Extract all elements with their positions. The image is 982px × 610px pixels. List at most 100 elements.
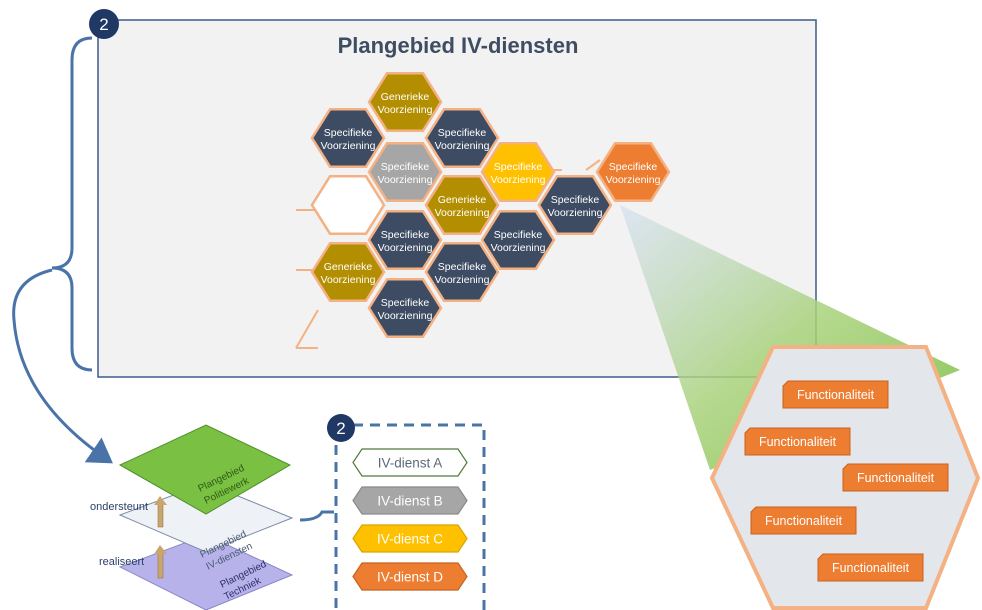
hex-label: Specifieke [494, 229, 543, 241]
services-brace [299, 510, 334, 522]
hex-label: Voorziening [378, 242, 433, 254]
hex-label: Specifieke [381, 161, 430, 173]
arrow-realiseert [157, 551, 164, 579]
hex-label: Generieke [324, 261, 373, 273]
hex-label: Voorziening [606, 174, 661, 186]
hex-label: Specifieke [551, 194, 600, 206]
layer-stack: Plangebied Techniek Plangebied IV-dienst… [90, 424, 294, 610]
hex-shape [424, 175, 500, 235]
hex-label: Specifieke [324, 127, 373, 139]
hex-shape [537, 175, 613, 235]
svg-text:2: 2 [336, 419, 345, 438]
hex-label: Voorziening [435, 140, 490, 152]
service-label: IV-dienst D [377, 570, 443, 585]
panel-title: Plangebied IV-diensten [338, 33, 579, 58]
left-brace [51, 36, 93, 372]
hex-shape [424, 242, 500, 302]
service-item: IV-dienst D [352, 562, 468, 591]
hex-shape [424, 108, 500, 168]
hex-shape [595, 142, 671, 202]
services-list: IV-dienst A IV-dienst B IV-dienst C IV-dien… [352, 448, 468, 591]
functionality-box [817, 553, 924, 582]
service-item: IV-dienst C [352, 524, 468, 553]
functionality-list: FunctionaliteitFunctionaliteitFunctional… [744, 380, 949, 582]
service-shape [352, 562, 468, 591]
service-label: IV-dienst A [378, 456, 443, 471]
functionality-box [782, 380, 889, 409]
hex-label: Voorziening [321, 140, 376, 152]
hex-label: Voorziening [435, 207, 490, 219]
layer-politiewerk [118, 424, 292, 515]
service-shape [352, 524, 468, 553]
connector-arrow [12, 268, 113, 464]
functionality-label: Functionaliteit [797, 388, 875, 402]
hex-shape [310, 175, 386, 235]
hex-label: Voorziening [378, 310, 433, 322]
functionality-box [842, 463, 949, 492]
functionality-label: Functionaliteit [857, 471, 935, 485]
functionality-box [750, 506, 857, 535]
hex-label: Specifieke [381, 229, 430, 241]
hex-label: Generieke [438, 194, 487, 206]
hex-label: Specifieke [381, 297, 430, 309]
service-label: IV-dienst B [377, 494, 442, 509]
hex-label: Specifieke [609, 161, 658, 173]
hex-shape [480, 142, 556, 202]
hex-label: Voorziening [321, 274, 376, 286]
label-ondersteunt: ondersteunt [90, 501, 148, 513]
service-label: IV-dienst C [377, 532, 443, 547]
functionality-box [744, 427, 851, 456]
service-item: IV-dienst B [352, 486, 468, 515]
functionality-label: Functionaliteit [832, 561, 910, 575]
number-badge-top: 2 [89, 9, 119, 39]
hex-label: Voorziening [435, 274, 490, 286]
hex-shape [310, 242, 386, 302]
hex-label: Voorziening [491, 174, 546, 186]
functionality-label: Functionaliteit [765, 514, 843, 528]
label-realiseert: realiseert [99, 556, 144, 568]
honeycomb-edges [295, 159, 601, 349]
hex-label: Voorziening [491, 242, 546, 254]
hex-label: Specifieke [324, 194, 373, 206]
functionality-item: Functionaliteit [782, 380, 889, 409]
service-shape [352, 486, 468, 515]
arrow-ondersteunt-head [154, 496, 167, 505]
arrow-realiseert-head [154, 545, 167, 554]
hex-shape [367, 142, 443, 202]
services-box [334, 423, 486, 610]
hex-label: Voorziening [321, 207, 376, 219]
hex-label: Voorziening [378, 104, 433, 116]
functionality-item: Functionaliteit [842, 463, 949, 492]
hex-label: Specifieke [494, 161, 543, 173]
functionality-label: Functionaliteit [759, 435, 837, 449]
functionality-item: Functionaliteit [817, 553, 924, 582]
hex-shape [480, 210, 556, 270]
hex-label: Specifieke [438, 261, 487, 273]
svg-text:2: 2 [99, 15, 108, 34]
hex-shape [310, 108, 386, 168]
functionality-item: Functionaliteit [750, 506, 857, 535]
hex-label: Voorziening [378, 174, 433, 186]
service-item: IV-dienst A [352, 448, 468, 477]
hex-label: Specifieke [438, 127, 487, 139]
hex-shape [367, 72, 443, 132]
hex-shape [367, 210, 443, 270]
hex-label: Voorziening [548, 207, 603, 219]
arrow-ondersteunt [157, 502, 164, 528]
hex-label: Generieke [381, 91, 430, 103]
